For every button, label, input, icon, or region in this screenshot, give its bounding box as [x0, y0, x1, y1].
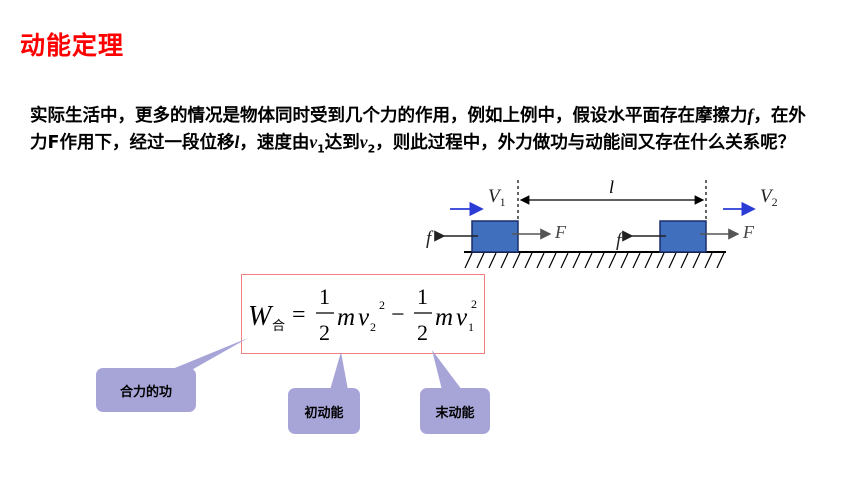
- slide-title: 动能定理: [20, 31, 125, 60]
- friction-label-final: f: [616, 230, 624, 251]
- formula-minus: −: [391, 302, 405, 328]
- para-text-3: ，速度由: [239, 133, 310, 153]
- para-text-1: 实际生活中，更多的情况是物体同时受到几个力的作用，例如上例中，假设水平面存在摩擦…: [30, 106, 748, 126]
- para-symbol-v2: v: [359, 132, 368, 152]
- formula-v-sub1: 1: [468, 320, 474, 334]
- para-symbol-l: l: [234, 132, 240, 152]
- callout-initial-ke: 初动能: [288, 388, 360, 434]
- fraction1-denominator: 2: [319, 320, 330, 345]
- velocity-label-initial: V1: [488, 186, 506, 209]
- formula-W: W: [248, 301, 274, 332]
- para-symbol-f: f: [747, 105, 754, 125]
- velocity-label-final: V2: [760, 186, 778, 209]
- formula-v-sup2-2: 2: [471, 297, 477, 311]
- formula-graphic: W 合 = 1 2 m v 2 2 − 1 2 m v 1 2: [248, 284, 477, 345]
- formula-v-2: v: [456, 304, 468, 331]
- fraction2-numerator: 1: [417, 284, 428, 309]
- fraction1-numerator: 1: [319, 284, 330, 309]
- formula-W-subscript: 合: [272, 319, 285, 334]
- callout-net-work: 合力的功: [96, 368, 196, 412]
- pointer-net-work: [165, 338, 248, 372]
- work-energy-formula: W 合 = 1 2 m v 2 2 − 1 2 m v 1 2: [241, 274, 485, 354]
- problem-paragraph: 实际生活中，更多的情况是物体同时受到几个力的作用，例如上例中，假设水平面存在摩擦…: [30, 102, 820, 163]
- block-initial: [471, 220, 519, 253]
- para-sub-1: 1: [317, 142, 325, 156]
- displacement-label: l: [609, 177, 614, 197]
- pointer-initial-ke: [330, 352, 348, 390]
- formula-equals: =: [292, 302, 306, 328]
- para-text-2: ，在外力F作用下，经过一段位移: [30, 106, 806, 153]
- formula-v-sub2: 2: [370, 320, 376, 334]
- block-final: [659, 220, 707, 253]
- formula-m-2: m: [435, 304, 453, 331]
- callout-final-ke: 末动能: [420, 388, 490, 434]
- para-text-5: ，则此过程中，外力做功与动能间又存在什么关系呢？: [375, 133, 796, 153]
- ground-hatching: [464, 252, 725, 269]
- pointer-final-ke: [432, 350, 462, 390]
- friction-label-initial: f: [426, 228, 434, 249]
- para-symbol-v1: v: [309, 132, 318, 152]
- formula-m-1: m: [337, 304, 355, 331]
- force-label-final: F: [742, 222, 755, 242]
- formula-v-1: v: [358, 304, 370, 331]
- para-sub-2: 2: [367, 142, 376, 156]
- fraction2-denominator: 2: [417, 320, 428, 345]
- para-text-4: 达到: [324, 133, 360, 153]
- force-label-initial: F: [554, 222, 567, 242]
- physics-diagram: l V1 V2 f f F F: [426, 177, 778, 269]
- formula-v-sup2-1: 2: [379, 298, 385, 312]
